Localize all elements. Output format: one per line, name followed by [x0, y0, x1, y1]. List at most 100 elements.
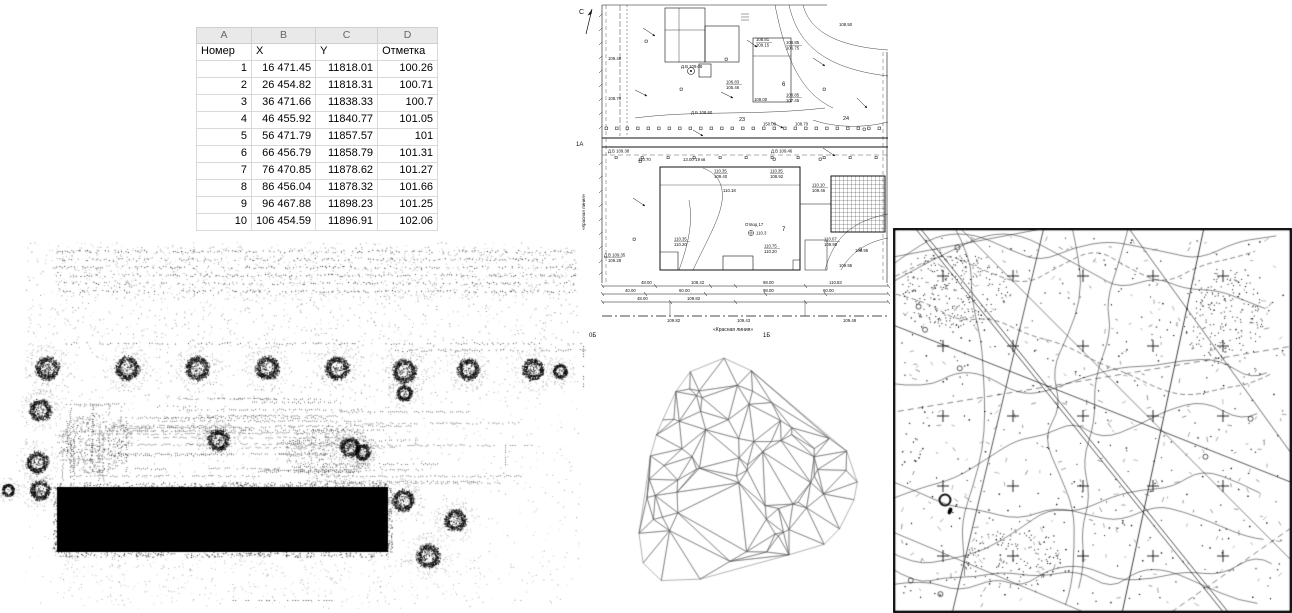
plan-label: 109.82 — [687, 296, 701, 301]
plan-label: 109.95 — [839, 263, 853, 268]
data-cell[interactable]: 101.05 — [377, 111, 439, 129]
header-cell[interactable]: X — [250, 43, 317, 61]
plan-label: С — [579, 9, 584, 16]
manhole-icon — [687, 67, 695, 75]
data-cell[interactable]: 11898.23 — [315, 196, 379, 214]
plan-label: 108.85 — [786, 40, 800, 45]
data-cell[interactable]: 106 454.59 — [250, 213, 317, 231]
plan-label: 110.20 — [764, 249, 777, 254]
data-cell[interactable]: 66 456.79 — [250, 145, 317, 163]
data-cell[interactable]: 6 — [196, 145, 252, 163]
column-letter-B[interactable]: B — [250, 27, 317, 44]
data-cell[interactable]: 96 467.88 — [250, 196, 317, 214]
data-cell[interactable]: 1 — [196, 60, 252, 78]
plan-label: 110.35 — [674, 237, 687, 242]
data-cell[interactable]: 3 — [196, 94, 252, 112]
data-cell[interactable]: 9 — [196, 196, 252, 214]
data-cell[interactable]: 46 455.92 — [250, 111, 317, 129]
data-cell[interactable]: 8 — [196, 179, 252, 197]
data-cell[interactable]: 11878.32 — [315, 179, 379, 197]
data-cell[interactable]: 26 454.82 — [250, 77, 317, 95]
survey-point-squares — [632, 39, 866, 251]
data-cell[interactable]: 10 — [196, 213, 252, 231]
data-cell[interactable]: 101.25 — [377, 196, 439, 214]
plan-label: 110.07 — [824, 237, 837, 242]
plan-label: 109.46 — [812, 188, 826, 193]
plan-label: 6 — [782, 82, 786, 88]
plan-label: Д.В 109.35 — [604, 253, 626, 258]
data-cell[interactable]: 7 — [196, 162, 252, 180]
data-cell[interactable]: 11857.57 — [315, 128, 379, 146]
data-cell[interactable]: 11896.91 — [315, 213, 379, 231]
plan-label: Д.Б 108.60 — [691, 110, 713, 115]
point-cloud-image — [0, 238, 592, 613]
data-cell[interactable]: 101.66 — [377, 179, 439, 197]
column-letter-C[interactable]: C — [315, 27, 379, 44]
plan-label: 150.00 — [763, 122, 777, 127]
plan-label: 60.00 — [679, 288, 690, 293]
data-cell[interactable]: 16 471.45 — [250, 60, 317, 78]
data-cell[interactable]: 5 — [196, 128, 252, 146]
data-cell[interactable]: 100.26 — [377, 60, 439, 78]
data-cell[interactable]: 11818.31 — [315, 77, 379, 95]
data-cell[interactable]: 101 — [377, 128, 439, 146]
plan-label: 48.00 — [641, 280, 652, 285]
header-cell[interactable]: Отметка — [377, 43, 439, 61]
data-cell[interactable]: 11878.62 — [315, 162, 379, 180]
plan-label: 98.00 — [763, 280, 774, 285]
plan-label: 7 — [782, 227, 786, 233]
plan-label: 108.50 — [839, 22, 853, 27]
header-cell[interactable]: Номер — [196, 43, 252, 61]
plan-label: Отвод 17 — [745, 222, 764, 227]
data-cell[interactable]: 11840.77 — [315, 111, 379, 129]
data-cell[interactable]: 100.7 — [377, 94, 439, 112]
data-cell[interactable]: 11838.33 — [315, 94, 379, 112]
plan-label: 108.70 — [795, 122, 809, 127]
data-cell[interactable]: 36 471.66 — [250, 94, 317, 112]
point-cloud-panel — [0, 238, 592, 613]
data-cell[interactable]: 100.71 — [377, 77, 439, 95]
data-cell[interactable]: 4 — [196, 111, 252, 129]
plan-label: Д.В 109.08 — [681, 64, 703, 69]
plan-label: «Красная линия» — [713, 327, 753, 333]
plan-label: 1А — [576, 142, 583, 148]
data-cell[interactable]: 11858.79 — [315, 145, 379, 163]
topographic-map-panel — [893, 228, 1292, 613]
plan-label: 109.48 — [843, 318, 857, 323]
plan-label: 109.82 — [667, 318, 681, 323]
plan-fence-posts — [604, 126, 881, 159]
plan-label: 110.18 — [723, 188, 736, 193]
column-letter-A[interactable]: A — [196, 27, 252, 44]
column-letter-D[interactable]: D — [377, 27, 439, 44]
plan-label: 110.10 — [812, 183, 825, 188]
data-cell[interactable]: 2 — [196, 77, 252, 95]
plan-label: 24 — [843, 116, 849, 122]
plan-label: 109.28 — [608, 258, 622, 263]
plan-label: 106.75 — [786, 46, 800, 51]
plan-label: 40.00 — [625, 288, 636, 293]
plan-label: 110.35 — [714, 169, 727, 174]
data-cell[interactable]: 101.31 — [377, 145, 439, 163]
topographic-map-image — [893, 228, 1292, 613]
data-cell[interactable]: 101.27 — [377, 162, 439, 180]
data-cell[interactable]: 86 456.04 — [250, 179, 317, 197]
plan-label: 110.70 — [638, 157, 651, 162]
data-cell[interactable]: 76 470.85 — [250, 162, 317, 180]
header-cell[interactable]: Y — [315, 43, 379, 61]
data-cell[interactable]: 102.06 — [377, 213, 439, 231]
plan-label: 98.00 — [763, 288, 774, 293]
data-cell[interactable]: 56 471.79 — [250, 128, 317, 146]
data-cell[interactable]: 11818.01 — [315, 60, 379, 78]
plan-label: 60.00 — [823, 288, 834, 293]
